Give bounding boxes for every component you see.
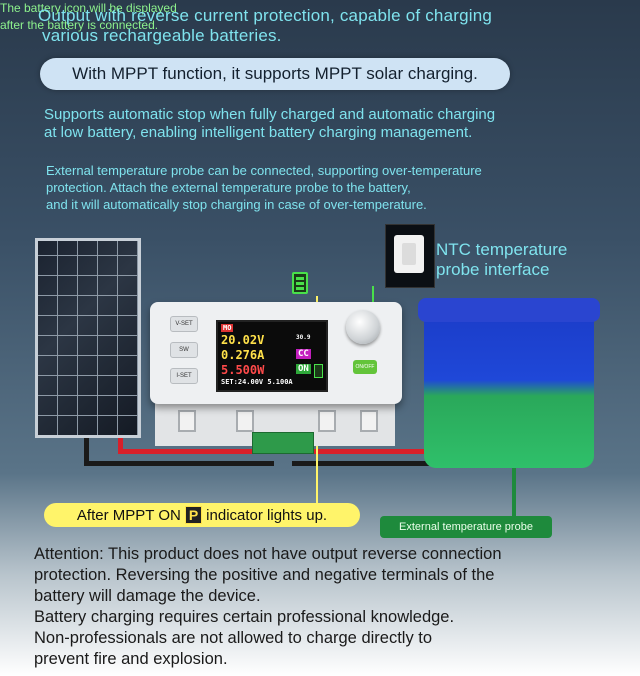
battery-pack [418,298,600,468]
external-probe-label: External temperature probe [380,516,552,538]
screen-setpoint: SET:24.00V 5.100A [221,378,293,386]
ntc-label-line-2: probe interface [436,260,550,279]
autostop-line-1: Supports automatic stop when fully charg… [44,106,496,123]
solar-red-wire [118,438,123,454]
encoder-knob [346,310,380,344]
probe-desc-line-1: External temperature probe can be connec… [46,163,482,178]
intro-text: Output with reverse current protection, … [38,6,598,46]
screen-on: ON [296,364,311,374]
battery-red-wire [292,449,440,454]
probe-wire [512,425,516,517]
ntc-label-line-1: NTC temperature [436,240,568,259]
battery-note-line-1: The battery icon will be displayed [0,1,177,15]
device-port-4 [360,410,378,432]
probe-description: External temperature probe can be connec… [46,162,606,213]
device-port-3 [318,410,336,432]
probe-desc-line-2: protection. Attach the external temperat… [46,180,411,195]
autostop-text: Supports automatic stop when fully charg… [44,106,604,142]
ntc-label: NTC temperature probe interface [436,240,616,280]
attention-line-5: Non-professionals are not allowed to cha… [34,629,433,647]
device-port-2 [236,410,254,432]
attention-text: Attention: This product does not have ou… [34,544,624,670]
terminal-block [252,432,314,454]
screen-voltage: 20.02V [221,333,265,347]
battery-icon-note: The battery icon will be displayed after… [0,0,220,34]
screen-current: 0.276A [221,348,265,362]
p-indicator-icon: P [184,506,203,524]
attention-line-3: battery will damage the device. [34,587,261,605]
mppt-note-before: After MPPT ON [76,506,181,524]
screen-power: 5.500W [221,363,265,377]
probe-desc-line-3: and it will automatically stop charging … [46,197,427,212]
mppt-note-after: indicator lights up. [206,506,328,524]
charger-module: V-SET SW I-SET MO 20.02V 30.9 0.276A CC … [150,302,402,404]
attention-line-6: prevent fire and explosion. [34,650,228,668]
device-port-1 [178,410,196,432]
mppt-indicator-note: After MPPT ON P indicator lights up. [44,503,360,527]
ntc-interface-photo [385,224,435,288]
battery-icon [292,272,308,294]
screen-mode: MO [221,324,234,332]
solar-panel [35,238,141,438]
autostop-line-2: at low battery, enabling intelligent bat… [44,124,473,141]
attention-line-2: protection. Reversing the positive and n… [34,566,495,584]
battery-note-line-2: after the battery is connected. [0,18,159,32]
screen-battery-icon [314,364,323,378]
attention-line-1: Attention: This product does not have ou… [34,545,502,563]
battery-black-wire [292,461,464,466]
screen-temp: 30.9 [296,334,311,341]
sw-button: SW [170,342,198,358]
screen-cc: CC [296,349,311,359]
vset-button: V-SET [170,316,198,332]
intro-line-2: various rechargeable batteries. [42,26,282,45]
solar-black-wire [84,438,89,466]
solar-black-wire-h [84,461,274,466]
onoff-button: ON/OFF [353,360,377,374]
solar-red-wire-h [118,449,273,454]
intro-line-1: Output with reverse current protection, … [38,6,493,25]
iset-button: I-SET [170,368,198,384]
ntc-line [372,286,374,306]
device-screen: MO 20.02V 30.9 0.276A CC 5.500W ON SET:2… [216,320,328,392]
attention-line-4: Battery charging requires certain profes… [34,608,455,626]
mppt-feature-pill: With MPPT function, it supports MPPT sol… [40,58,510,90]
